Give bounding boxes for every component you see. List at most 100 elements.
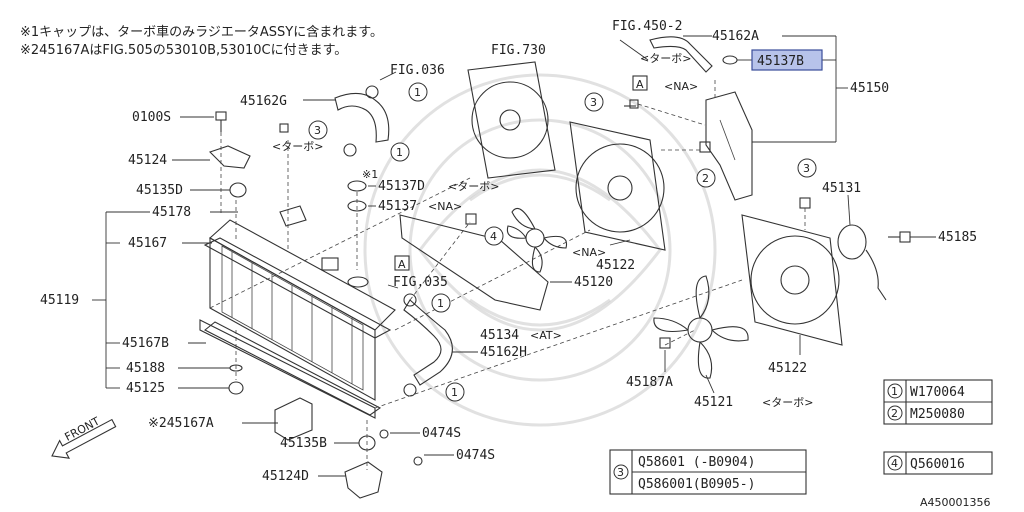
seal-strip-upper [203,237,392,339]
label-45150[interactable]: 45150 [850,81,889,96]
note-line-2: ※245167AはFIG.505の53010B,53010Cに付きます。 [20,43,347,58]
legend-3-line-1[interactable]: Q58601 (-B0904) [638,455,755,470]
ref-box-a-upper-letter: A [636,78,644,91]
callout-circles [308,82,817,402]
label-45137d[interactable]: 45137D [378,179,425,194]
label-45162a[interactable]: 45162A [712,29,759,44]
legend-2-num: 2 [891,407,898,420]
label-45122-na[interactable]: 45122 [596,258,635,273]
fan-45121 [653,275,749,379]
legend-1-code[interactable]: W170064 [910,385,965,400]
label-45167b[interactable]: 45167B [122,336,169,351]
label-45134-at: <AT> [530,329,562,342]
legend-3-num: 3 [617,466,624,479]
label-245167a[interactable]: ※245167A [148,416,214,431]
screw-callout-4 [465,213,477,225]
fan-motor-45131 [837,224,887,301]
upper-hose [334,92,390,143]
reservoir-cap-part [722,55,738,65]
label-45124[interactable]: 45124 [128,153,167,168]
label-45162h[interactable]: 45162H [480,345,527,360]
label-0474s-lower[interactable]: 0474S [456,448,495,463]
fan-45120 [506,208,568,273]
label-sticker-part [279,205,307,227]
fig-ref-450-2[interactable]: FIG.450-2 [612,19,682,34]
label-45185[interactable]: 45185 [938,230,977,245]
fan-shroud-45122-turbo [741,214,843,346]
leader-lines [92,35,936,477]
label-turbo-hose: <ターボ> [640,52,691,65]
ref-box-a-lower-letter: A [398,258,406,271]
bolt-0100s [215,111,227,132]
fan-shroud-45122-na [569,121,666,251]
callout-2-a: 2 [702,172,709,185]
fig-ref-730[interactable]: FIG.730 [491,43,546,58]
label-45124d[interactable]: 45124D [262,469,309,484]
screw-callout-2 [699,141,711,153]
legend-table-4: 4 Q560016 [883,451,993,475]
callout-4-a: 4 [490,230,497,243]
air-guide-part [274,397,313,441]
label-45125[interactable]: 45125 [126,381,165,396]
label-45120[interactable]: 45120 [574,275,613,290]
label-45135b[interactable]: 45135B [280,436,327,451]
callout-3-c: 3 [803,162,810,175]
label-45167[interactable]: 45167 [128,236,167,251]
label-star-1: ※1 [362,168,378,181]
legend-table-3: 3 Q58601 (-B0904) Q586001(B0905-) [609,449,807,495]
screw-callout-3-right [799,197,811,209]
label-45134[interactable]: 45134 [480,328,519,343]
label-0100s[interactable]: 0100S [132,110,171,125]
part-labels: 0100S 45162G 45124 45135D 45178 45167 45… [40,19,991,509]
legend-1-num: 1 [891,385,898,398]
callout-1-d: 1 [451,386,458,399]
callout-1-a: 1 [414,86,421,99]
reservoir-tank-45150 [705,91,753,201]
label-45131[interactable]: 45131 [822,181,861,196]
fan-shroud-730 [467,61,556,179]
cushion-45135d [229,182,247,198]
diagram-id: A450001356 [920,496,991,509]
callout-numbers: 1 1 3 3 2 3 4 1 1 [314,86,810,399]
label-45137[interactable]: 45137 [378,199,417,214]
legend-2-code[interactable]: M250080 [910,407,965,422]
lower-hose [403,299,453,386]
legend-table-1-2: 1 2 W170064 M250080 [883,379,993,425]
label-45137-na: <NA> [428,200,462,213]
screw-left-3 [279,123,289,133]
label-45187a[interactable]: 45187A [626,375,673,390]
label-turbo-shroud: <ターボ> [762,396,813,409]
callout-3-a: 3 [314,124,321,137]
bracket-45124 [208,145,251,169]
bracket-45124d [344,461,383,499]
fig-ref-035[interactable]: FIG.035 [393,275,448,290]
nut-45187a [659,337,671,349]
reservoir-hose-45162a [649,36,713,73]
fig-ref-036[interactable]: FIG.036 [390,63,445,78]
label-45162g[interactable]: 45162G [240,94,287,109]
callout-1-c: 1 [437,297,444,310]
label-45137b[interactable]: 45137B [757,54,804,69]
label-45188[interactable]: 45188 [126,361,165,376]
label-45137d-turbo: <ターボ> [448,180,499,193]
label-turbo-left: <ターボ> [272,140,323,153]
callout-3-b: 3 [590,96,597,109]
label-0474s-upper[interactable]: 0474S [422,426,461,441]
label-45121[interactable]: 45121 [694,395,733,410]
label-45119[interactable]: 45119 [40,293,79,308]
label-45178[interactable]: 45178 [152,205,191,220]
screw-45185 [888,231,911,243]
front-label: FRONT [63,415,103,444]
ref-box-a-lower [394,255,410,271]
highlight-45137b-box[interactable] [751,49,823,71]
legend-3-line-2[interactable]: Q586001(B0905-) [638,477,755,492]
seal-strip-lower [203,321,382,416]
label-45122-turbo[interactable]: 45122 [768,361,807,376]
label-45135d[interactable]: 45135D [136,183,183,198]
legend-4-code[interactable]: Q560016 [910,457,965,472]
ref-box-a-upper [632,75,648,91]
legend-4-num: 4 [891,457,898,470]
alignment-lines [209,80,806,470]
label-na-shroud: <NA> [572,246,606,259]
